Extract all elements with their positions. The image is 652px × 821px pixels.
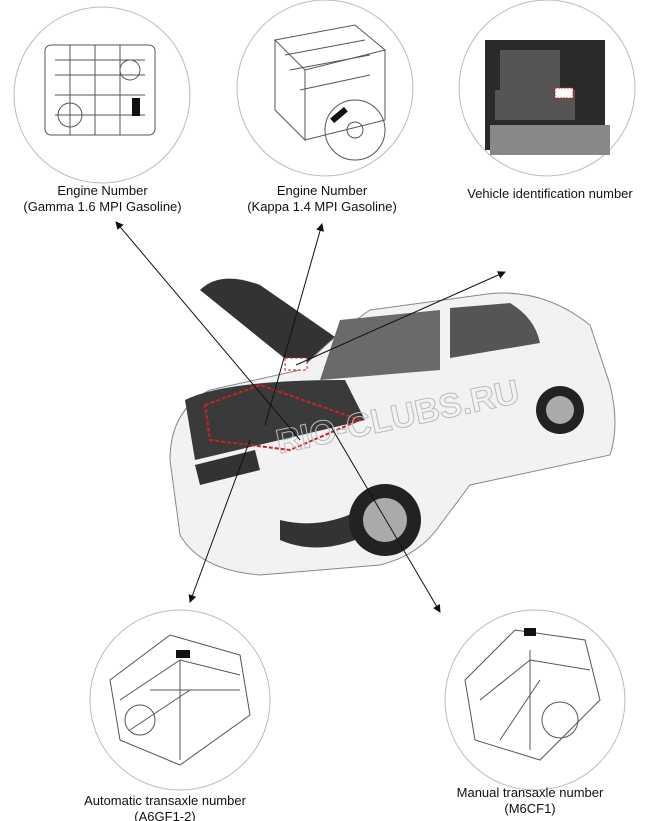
engine-bay-marker	[203, 383, 363, 452]
label-vin: Vehicle identification number	[467, 186, 633, 201]
label-kappa-engine: Engine Number (Kappa 1.4 MPI Gasoline)	[247, 183, 397, 214]
arrow-vin	[295, 271, 506, 366]
arrow-automatic	[188, 439, 251, 603]
gamma-engine-illustration	[13, 6, 191, 184]
automatic-transaxle-illustration	[89, 609, 271, 791]
callout-arrows	[115, 221, 506, 613]
kappa-engine-illustration	[236, 0, 414, 177]
arrow-kappa	[264, 223, 324, 426]
label-automatic-transaxle: Automatic transaxle number (A6GF1-2)	[84, 793, 246, 821]
arrow-gamma	[115, 221, 301, 441]
car-illustration	[169, 278, 616, 576]
vin-seat-photo	[458, 0, 636, 177]
label-manual-transaxle: Manual transaxle number (M6CF1)	[456, 785, 604, 816]
arrow-manual	[329, 424, 441, 613]
manual-transaxle-illustration	[444, 609, 626, 791]
vin-marker	[284, 357, 308, 371]
label-gamma-engine: Engine Number (Gamma 1.6 MPI Gasoline)	[23, 183, 182, 214]
